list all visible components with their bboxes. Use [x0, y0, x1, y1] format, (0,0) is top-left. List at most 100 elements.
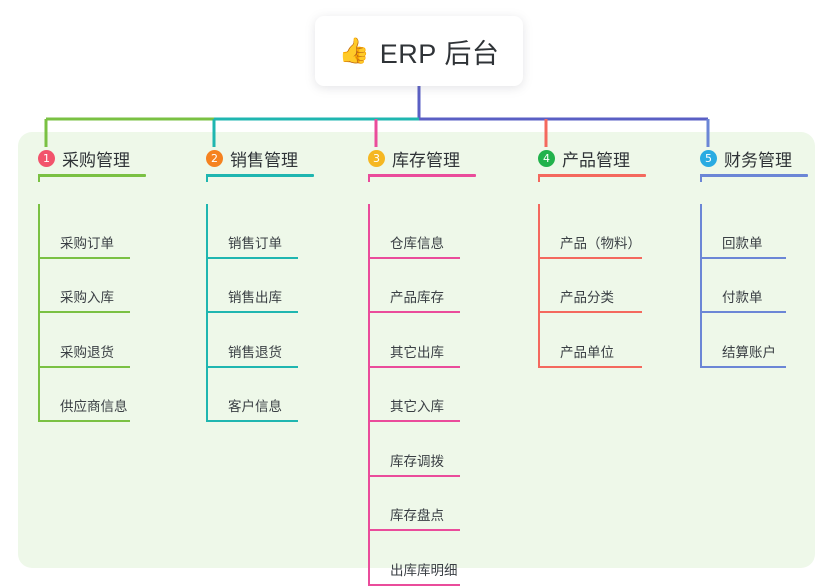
branch-item[interactable]: 仓库信息	[368, 204, 460, 259]
branch-spine	[700, 204, 702, 368]
branch-item-label: 销售订单	[228, 235, 282, 251]
branch-item-label: 库存调拨	[390, 453, 444, 469]
branch-item-label: 出库库明细	[390, 562, 458, 578]
branch-item-label: 回款单	[722, 235, 763, 251]
branch-item-label: 结算账户	[722, 344, 776, 360]
branch-column-3: 3 库存管理仓库信息产品库存其它出库其它入库库存调拨库存盘点出库库明细	[368, 146, 476, 586]
branch-header-3[interactable]: 3 库存管理	[368, 146, 476, 177]
branch-item[interactable]: 产品分类	[538, 259, 642, 313]
branch-item-label: 采购退货	[60, 344, 114, 360]
branch-header-5[interactable]: 5 财务管理	[700, 146, 808, 177]
branch-item-underline	[368, 311, 460, 313]
branch-item[interactable]: 供应商信息	[38, 368, 130, 422]
branch-number-badge: 1	[38, 149, 55, 167]
branch-column-4: 4 产品管理产品（物料） 产品分类产品单位	[538, 146, 646, 368]
branch-items: 仓库信息产品库存其它出库其它入库库存调拨库存盘点出库库明细	[368, 204, 460, 586]
branch-item[interactable]: 销售退货	[206, 313, 298, 368]
branch-title: 库存管理	[392, 150, 460, 170]
branch-item-label: 产品分类	[560, 290, 614, 305]
branch-item[interactable]: 产品（物料）	[538, 204, 642, 259]
diagram-background-panel	[18, 132, 815, 568]
branch-item-underline	[368, 583, 460, 586]
branch-item[interactable]: 回款单	[700, 204, 792, 259]
branch-item-underline	[206, 256, 298, 259]
branch-items: 回款单付款单结算账户	[700, 204, 792, 368]
branch-item-label: 采购入库	[60, 290, 114, 305]
branch-item-underline	[206, 311, 298, 313]
branch-item[interactable]: 采购入库	[38, 259, 130, 313]
root-node-erp[interactable]: 👍 ERP 后台	[315, 16, 523, 86]
branch-item-underline	[368, 474, 460, 477]
branch-item-label: 其它入库	[390, 399, 444, 414]
branch-item-underline	[538, 311, 642, 313]
branch-item-underline	[368, 365, 460, 368]
branch-underline	[700, 174, 808, 177]
branch-underline	[38, 174, 146, 177]
branch-number-badge: 3	[368, 149, 385, 167]
branch-header-1[interactable]: 1 采购管理	[38, 146, 146, 177]
branch-item-underline	[206, 365, 298, 368]
branch-item-label: 付款单	[722, 290, 763, 305]
branch-item[interactable]: 库存盘点	[368, 477, 460, 531]
branch-item-underline	[368, 420, 460, 422]
branch-item-label: 库存盘点	[390, 508, 444, 523]
branch-number-badge: 5	[700, 149, 717, 167]
branch-item-label: 其它出库	[390, 344, 444, 360]
branch-spine	[368, 204, 370, 586]
branch-item-underline	[368, 256, 460, 259]
branch-item[interactable]: 出库库明细	[368, 531, 460, 586]
branch-item[interactable]: 销售订单	[206, 204, 298, 259]
branch-item-underline	[368, 529, 460, 531]
branch-underline	[206, 174, 314, 177]
branch-item[interactable]: 销售出库	[206, 259, 298, 313]
branch-item-underline	[206, 420, 298, 422]
branch-underline	[368, 174, 476, 177]
branch-items: 销售订单销售出库销售退货客户信息	[206, 204, 298, 422]
branch-title: 采购管理	[62, 150, 130, 170]
branch-item-label: 产品单位	[560, 344, 614, 360]
branch-title: 产品管理	[562, 150, 630, 170]
branch-column-5: 5 财务管理回款单付款单结算账户	[700, 146, 808, 368]
branch-spine	[206, 204, 208, 422]
branch-item-underline	[38, 256, 130, 259]
branch-item-label: 客户信息	[228, 399, 282, 414]
branch-item-underline	[38, 311, 130, 313]
branch-item[interactable]: 采购订单	[38, 204, 130, 259]
branch-item[interactable]: 其它入库	[368, 368, 460, 422]
branch-items: 产品（物料） 产品分类产品单位	[538, 204, 642, 368]
branch-item[interactable]: 付款单	[700, 259, 792, 313]
branch-item[interactable]: 产品库存	[368, 259, 460, 313]
branch-item-underline	[38, 365, 130, 368]
branch-column-1: 1 采购管理采购订单采购入库采购退货供应商信息	[38, 146, 146, 422]
branch-item-underline	[700, 256, 786, 259]
branch-item[interactable]: 产品单位	[538, 313, 642, 368]
branch-header-4[interactable]: 4 产品管理	[538, 146, 646, 177]
branch-item[interactable]: 结算账户	[700, 313, 792, 368]
branch-spine	[538, 204, 540, 368]
branch-title: 财务管理	[724, 150, 792, 170]
branch-title: 销售管理	[230, 150, 298, 170]
branch-item[interactable]: 库存调拨	[368, 422, 460, 477]
branch-item[interactable]: 采购退货	[38, 313, 130, 368]
branch-item-label: 仓库信息	[390, 235, 444, 251]
branch-item-label: 产品（物料）	[560, 235, 641, 251]
branch-item[interactable]: 客户信息	[206, 368, 298, 422]
root-node-label: ERP 后台	[379, 38, 500, 69]
branch-item-underline	[538, 256, 642, 259]
branch-item-label: 销售出库	[228, 290, 282, 305]
branch-item[interactable]: 其它出库	[368, 313, 460, 368]
branch-item-label: 产品库存	[390, 290, 444, 305]
branch-item-label: 销售退货	[228, 344, 282, 360]
branch-item-label: 供应商信息	[60, 399, 128, 414]
branch-spine	[38, 204, 40, 422]
branch-item-underline	[38, 420, 130, 422]
branch-item-underline	[538, 365, 642, 368]
branch-underline	[538, 174, 646, 177]
branch-item-label: 采购订单	[60, 235, 114, 251]
thumbs-up-icon: 👍	[338, 36, 370, 65]
branch-number-badge: 4	[538, 149, 555, 167]
branch-item-underline	[700, 311, 786, 313]
branch-item-underline	[700, 365, 786, 368]
